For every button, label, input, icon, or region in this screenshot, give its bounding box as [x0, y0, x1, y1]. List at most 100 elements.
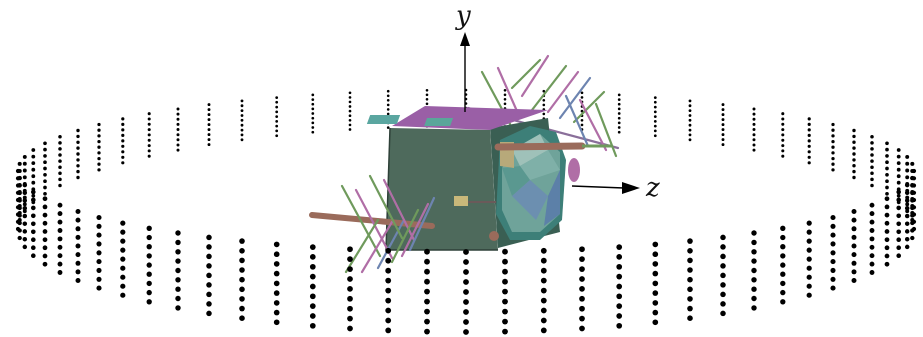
probe-point: [884, 220, 890, 226]
probe-point: [580, 96, 584, 99]
probe-point: [30, 197, 36, 203]
probe-point: [721, 123, 725, 127]
probe-point: [15, 190, 21, 195]
probe-point: [721, 103, 725, 107]
probe-point: [503, 93, 507, 97]
probe-point: [830, 232, 836, 238]
probe-point: [910, 205, 915, 211]
probe-point: [43, 172, 47, 177]
probe-point: [121, 133, 125, 137]
probe-point: [807, 122, 811, 126]
probe-point: [75, 234, 81, 240]
probe-point: [175, 267, 181, 274]
probe-point: [43, 141, 47, 146]
probe-point: [851, 226, 857, 232]
probe-point: [688, 138, 692, 142]
probe-point: [896, 154, 901, 159]
probe-point: [806, 265, 812, 271]
probe-point: [885, 185, 889, 190]
probe-point: [896, 180, 901, 185]
probe-point: [273, 280, 280, 287]
probe-point: [852, 175, 856, 180]
probe-point: [910, 235, 915, 241]
probe-column: [616, 244, 623, 329]
probe-point: [347, 295, 353, 302]
probe-point: [97, 145, 101, 149]
probe-column: [463, 249, 469, 335]
probe-point: [15, 168, 21, 174]
probe-point: [687, 257, 693, 264]
probe-column: [688, 99, 692, 142]
probe-point: [653, 105, 657, 109]
probe-point: [830, 259, 836, 265]
probe-point: [896, 237, 902, 243]
probe-column: [752, 107, 756, 152]
probe-point: [347, 266, 353, 272]
probe-column: [31, 148, 36, 205]
probe-point: [175, 230, 181, 236]
probe-point: [311, 102, 315, 106]
probe-point: [22, 213, 28, 219]
probe-point: [463, 309, 469, 315]
probe-point: [830, 214, 836, 221]
probe-point: [207, 108, 211, 112]
probe-column: [751, 230, 757, 311]
probe-point: [97, 128, 101, 132]
probe-point: [869, 236, 875, 242]
probe-point: [31, 154, 36, 159]
probe-point: [870, 135, 874, 139]
probe-point: [616, 254, 623, 260]
probe-point: [275, 120, 279, 123]
probe-point: [348, 128, 352, 131]
probe-point: [687, 248, 693, 254]
probe-point: [616, 303, 623, 309]
probe-column: [175, 230, 181, 311]
probe-point: [30, 205, 36, 211]
probe-point: [910, 198, 915, 203]
probe-point: [96, 267, 102, 273]
probe-point: [851, 234, 857, 240]
probe-point: [884, 245, 890, 251]
probe-point: [752, 112, 756, 116]
probe-point: [896, 148, 901, 152]
probe-point: [687, 286, 693, 293]
probe-column: [385, 247, 392, 334]
probe-point: [424, 308, 430, 315]
probe-point: [904, 205, 910, 211]
probe-point: [121, 144, 125, 148]
probe-point: [851, 243, 857, 249]
probe-point: [616, 322, 623, 329]
probe-point: [96, 285, 102, 291]
probe-point: [617, 107, 621, 111]
probe-point: [121, 150, 125, 154]
probe-point: [502, 318, 508, 325]
probe-point: [579, 305, 585, 312]
probe-point: [75, 252, 81, 258]
probe-column: [176, 107, 180, 152]
probe-point: [806, 274, 812, 280]
probe-point: [240, 114, 244, 117]
probe-point: [616, 273, 623, 280]
probe-point: [311, 130, 315, 134]
probe-point: [43, 160, 47, 165]
probe-point: [502, 258, 508, 265]
probe-point: [751, 277, 757, 283]
probe-point: [386, 126, 390, 129]
probe-point: [580, 118, 584, 122]
probe-point: [869, 261, 875, 267]
probe-point: [780, 289, 786, 296]
probe-point: [311, 116, 315, 120]
probe-point: [58, 135, 62, 139]
probe-point: [347, 256, 353, 262]
probe-point: [15, 197, 21, 203]
probe-point: [752, 148, 756, 152]
probe-point: [463, 329, 469, 335]
probe-point: [206, 291, 212, 298]
probe-point: [348, 91, 352, 95]
probe-point: [147, 128, 151, 132]
probe-column: [120, 220, 126, 298]
probe-point: [75, 269, 81, 275]
probe-point: [781, 149, 785, 153]
probe-point: [807, 128, 811, 132]
probe-point: [831, 145, 835, 149]
